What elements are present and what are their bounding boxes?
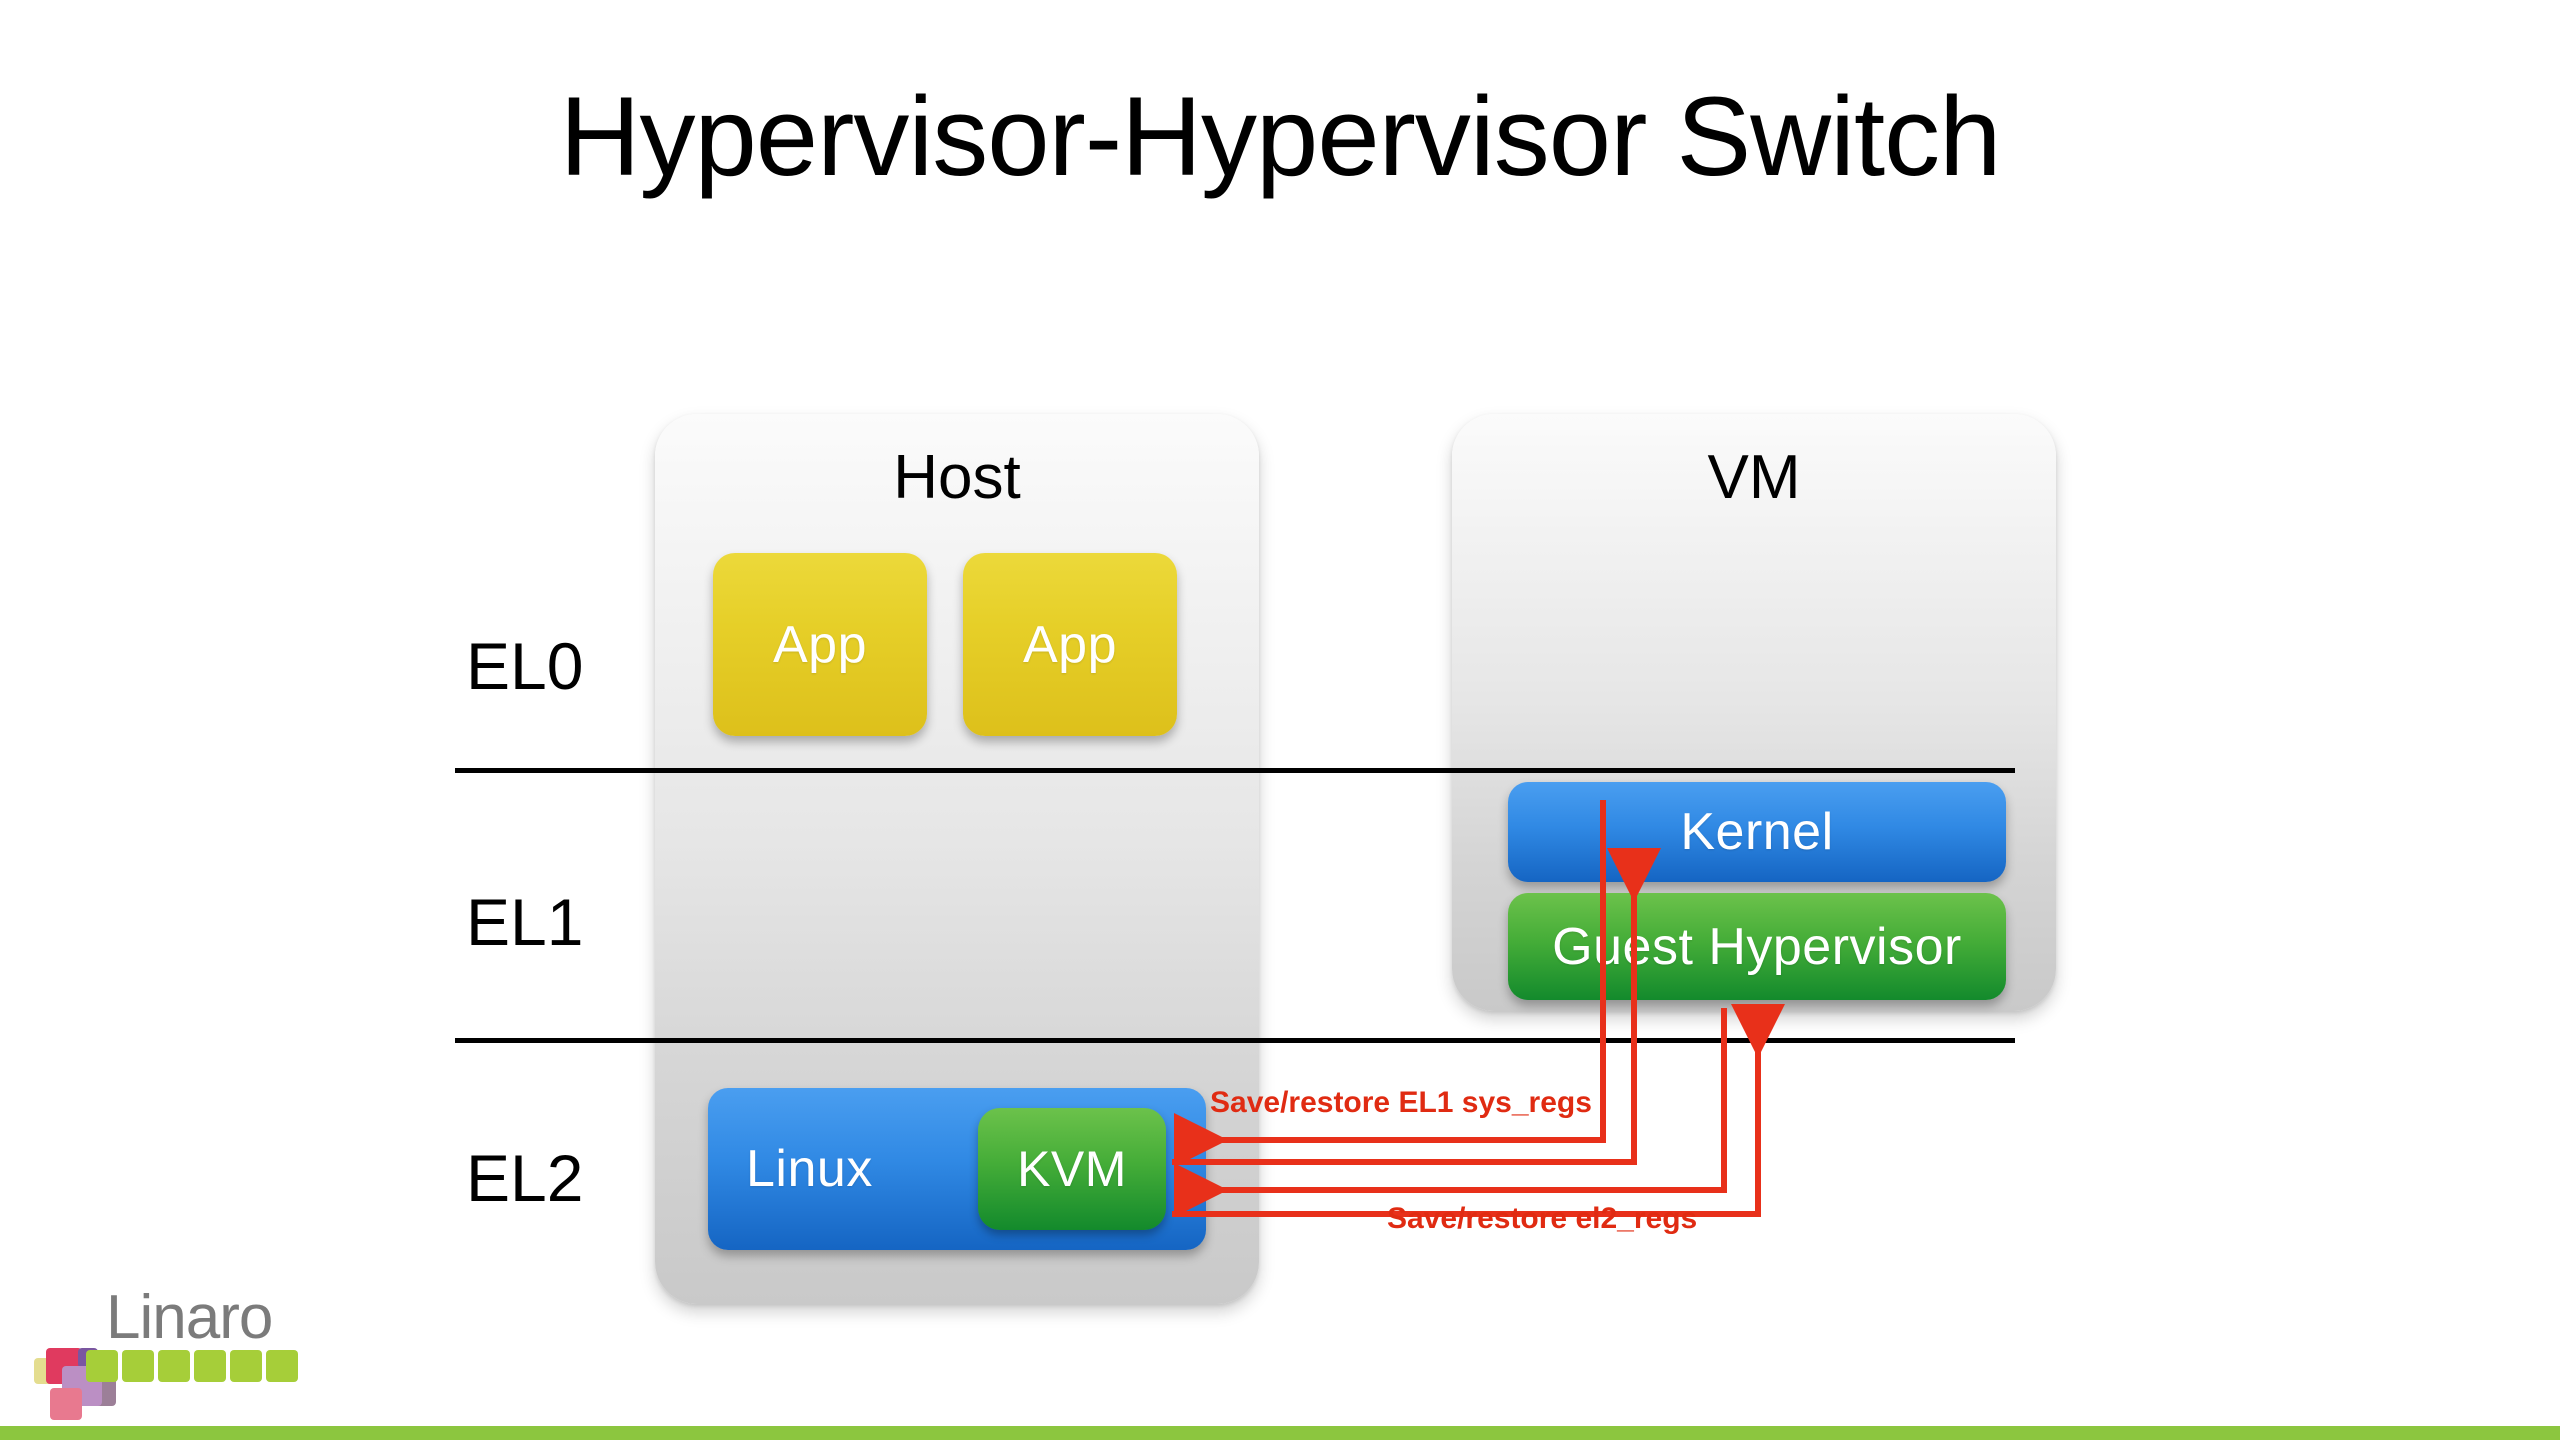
logo-square-green-1 [86, 1350, 118, 1382]
linaro-logo: Linaro [34, 1283, 334, 1420]
host-kvm-box: KVM [978, 1108, 1166, 1230]
bottom-accent-bar [0, 1426, 2560, 1440]
logo-square-pink [50, 1388, 82, 1420]
exception-level-label-el2: EL2 [466, 1141, 584, 1215]
annotation-save-restore-el2-regs: Save/restore el2_regs [1387, 1202, 1698, 1235]
divider-el0-el1 [455, 768, 2015, 773]
logo-square-green-5 [230, 1350, 262, 1382]
linaro-wordmark: Linaro [106, 1283, 273, 1352]
exception-level-label-el1: EL1 [466, 885, 584, 959]
vm-guest-hypervisor-box: Guest Hypervisor [1508, 893, 2006, 1000]
annotation-save-restore-el1-sys-regs: Save/restore EL1 sys_regs [1210, 1086, 1592, 1119]
vm-panel-title: VM [1707, 443, 1801, 512]
page-title: Hypervisor-Hypervisor Switch [559, 74, 2002, 199]
host-app-box-1: App [713, 553, 927, 736]
vm-kernel-box: Kernel [1508, 782, 2006, 882]
host-app-box-2: App [963, 553, 1177, 736]
logo-square-green-6 [266, 1350, 298, 1382]
logo-square-green-2 [122, 1350, 154, 1382]
divider-el1-el2 [455, 1038, 2015, 1043]
logo-square-green-3 [158, 1350, 190, 1382]
exception-level-label-el0: EL0 [466, 629, 584, 703]
host-panel-title: Host [893, 443, 1021, 512]
logo-square-green-4 [194, 1350, 226, 1382]
